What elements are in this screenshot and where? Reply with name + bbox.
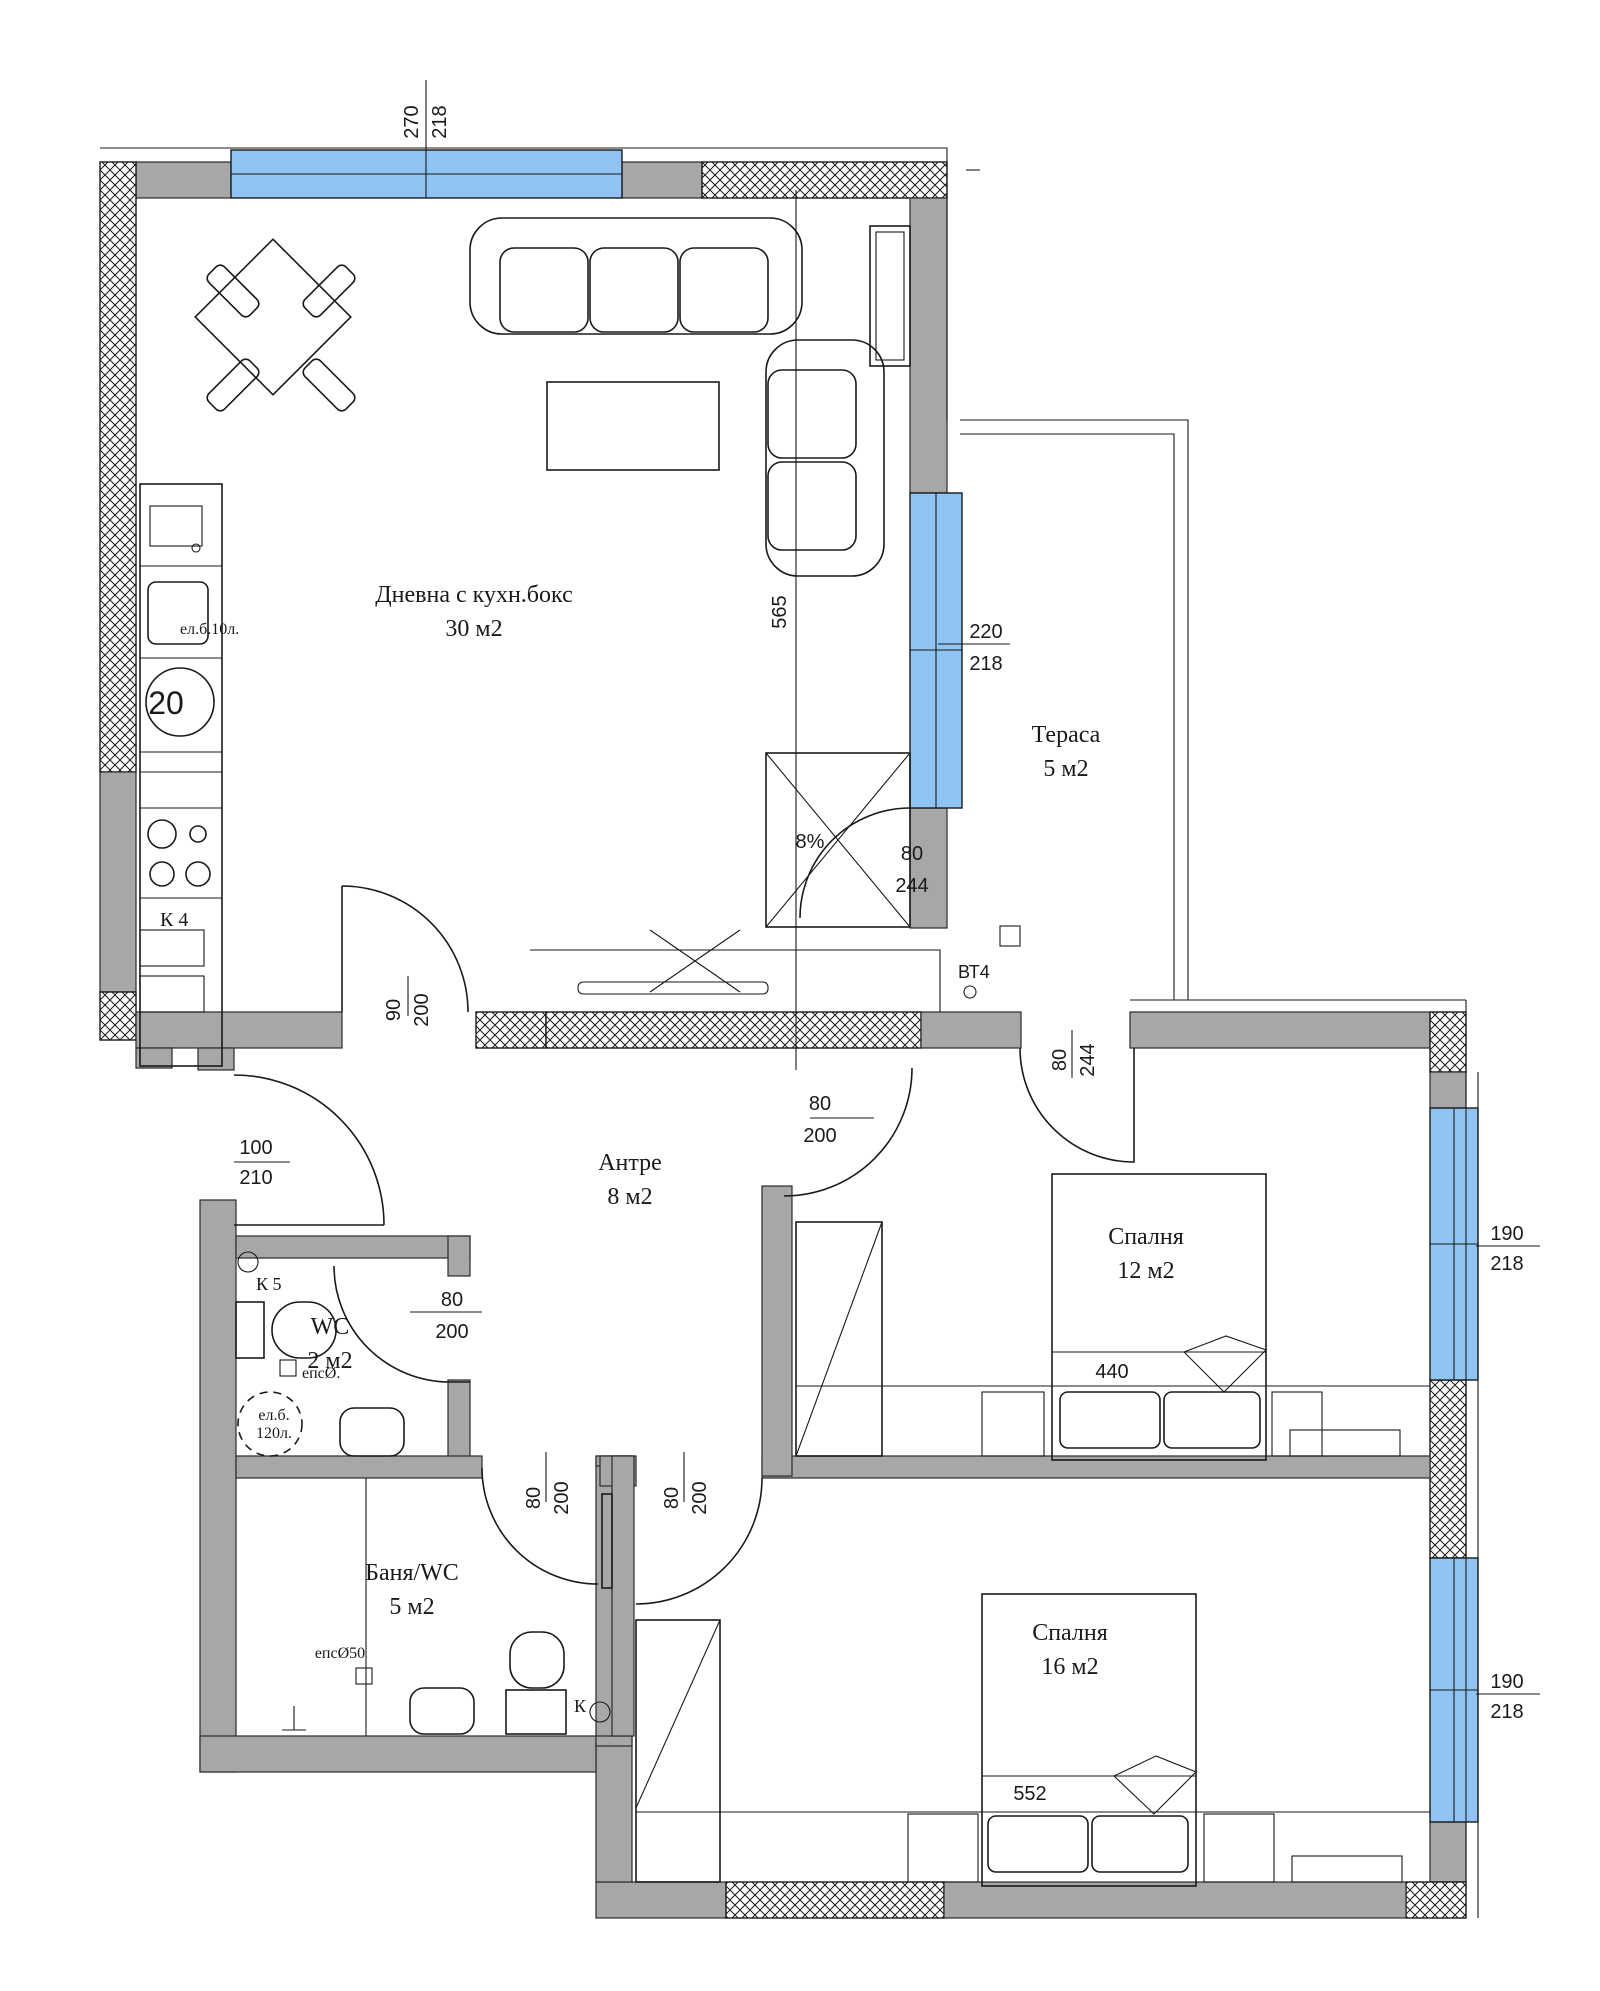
svg-text:80: 80 [523, 1487, 545, 1509]
svg-text:244: 244 [1077, 1043, 1099, 1076]
svg-text:200: 200 [551, 1481, 573, 1514]
bath-furniture [282, 1478, 611, 1736]
bath-washbasin [409, 1687, 475, 1735]
sofa [469, 217, 885, 577]
wc-washbasin [339, 1407, 405, 1457]
kitchen-sink [147, 581, 209, 645]
washing-machine [145, 667, 215, 737]
bath-toilet [509, 1631, 565, 1689]
hob-number: 20 [148, 685, 184, 721]
svg-text:218: 218 [1490, 1253, 1523, 1275]
entrance-door [233, 1074, 385, 1226]
svg-text:218: 218 [969, 653, 1002, 675]
svg-text:440: 440 [1095, 1361, 1128, 1383]
tv-unit [869, 225, 911, 367]
terrace-name: Тераса [1032, 722, 1101, 748]
frame-lines [100, 147, 1479, 1918]
svg-text:200: 200 [435, 1321, 468, 1343]
wc-toilet [235, 1301, 265, 1359]
bed2 [981, 1593, 1197, 1887]
wardrobe-bed1 [795, 1221, 883, 1457]
dimension-labels: 270 218 565 220 218 8% 80 244 90 200 80 … [239, 105, 1523, 1805]
living-room-name: Дневна с кухн.бокс [375, 582, 572, 608]
right-wall-hatch [1429, 1379, 1467, 1559]
shaft-area [530, 190, 1021, 1070]
hall-area: 8 м2 [607, 1184, 652, 1210]
bath-door [481, 1467, 599, 1585]
wc-furniture [235, 1251, 405, 1457]
living-door [341, 885, 469, 1013]
dining-table [194, 238, 356, 412]
bedroom1-area: 12 м2 [1117, 1258, 1174, 1284]
hall-door [783, 1067, 913, 1197]
svg-text:епсØ.: епсØ. [302, 1365, 340, 1382]
svg-text:К 5: К 5 [256, 1274, 282, 1294]
bedroom1-furniture [795, 1173, 1430, 1461]
wardrobe-bed2 [635, 1619, 721, 1883]
wc-name: WC [311, 1314, 350, 1340]
svg-text:епсØ50: епсØ50 [315, 1645, 365, 1662]
svg-text:565: 565 [769, 595, 791, 628]
svg-text:552: 552 [1013, 1783, 1046, 1805]
svg-text:80: 80 [901, 843, 923, 865]
fixture-labels: ел.б.10л. 20 К 4 ВТ4 К 5 епсØ. ел.б. 120… [148, 621, 990, 1716]
svg-text:210: 210 [239, 1167, 272, 1189]
bedroom2-door [635, 1477, 763, 1605]
svg-text:218: 218 [1490, 1701, 1523, 1723]
svg-text:270: 270 [401, 105, 423, 138]
hall-name: Антре [598, 1150, 662, 1176]
kitchen [139, 483, 223, 1067]
bath-area: 5 м2 [389, 1594, 434, 1620]
svg-text:100: 100 [239, 1137, 272, 1159]
svg-text:80: 80 [661, 1487, 683, 1509]
svg-text:190: 190 [1490, 1223, 1523, 1245]
walls [99, 161, 1467, 1919]
top-wall-hatch-right [701, 161, 948, 199]
room-labels: Дневна с кухн.бокс 30 м2 Тераса 5 м2 Ант… [307, 582, 1183, 1680]
svg-text:К 4: К 4 [160, 909, 188, 931]
svg-text:200: 200 [411, 993, 433, 1026]
wc-boiler [237, 1391, 303, 1457]
svg-text:ел.б.: ел.б. [258, 1407, 289, 1424]
svg-text:80: 80 [1049, 1049, 1071, 1071]
svg-text:120л.: 120л. [256, 1425, 292, 1442]
wc-door [333, 1265, 470, 1383]
dimension-lines [234, 80, 1540, 1695]
svg-text:90: 90 [383, 999, 405, 1021]
terrace-area: 5 м2 [1043, 756, 1088, 782]
svg-text:8%: 8% [796, 831, 825, 853]
svg-text:80: 80 [441, 1289, 463, 1311]
bedroom2-area: 16 м2 [1041, 1654, 1098, 1680]
left-wall-hatch [99, 161, 137, 773]
bedroom1-door [1019, 1047, 1135, 1163]
svg-text:80: 80 [809, 1093, 831, 1115]
hob-icon [147, 819, 177, 849]
living-room-area: 30 м2 [445, 616, 502, 642]
svg-text:ел.б.10л.: ел.б.10л. [180, 621, 239, 638]
bedroom2-furniture [635, 1593, 1430, 1887]
bed1 [1051, 1173, 1267, 1461]
svg-text:244: 244 [895, 875, 928, 897]
wc-area: 2 м2 [307, 1348, 352, 1374]
doors [233, 885, 1135, 1605]
svg-text:220: 220 [969, 621, 1002, 643]
bath-name: Баня/WC [365, 1560, 459, 1586]
bedroom2-name: Спалня [1032, 1620, 1108, 1646]
svg-text:200: 200 [689, 1481, 711, 1514]
svg-text:К: К [574, 1696, 587, 1716]
bedroom1-name: Спалня [1108, 1224, 1184, 1250]
coffee-table [546, 381, 720, 471]
svg-text:218: 218 [429, 105, 451, 138]
svg-text:190: 190 [1490, 1671, 1523, 1693]
svg-text:200: 200 [803, 1125, 836, 1147]
svg-text:ВТ4: ВТ4 [958, 962, 990, 982]
